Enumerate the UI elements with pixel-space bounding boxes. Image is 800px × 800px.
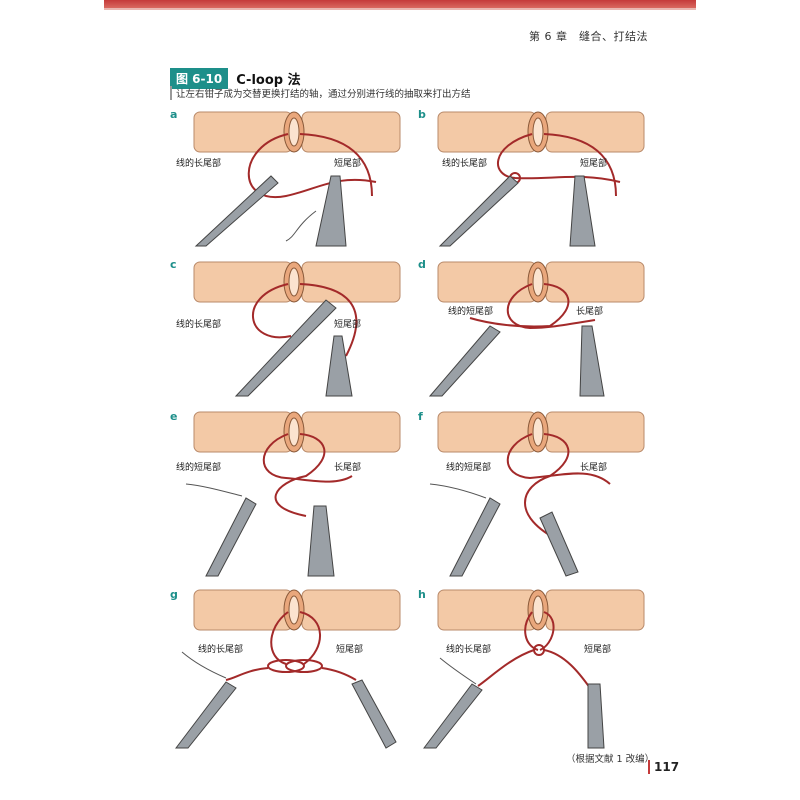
panel-b-left-label: 线的长尾部: [442, 159, 488, 169]
panel-c-right-label: 短尾部: [334, 320, 362, 330]
figure-caption: 让左右钳子成为交替更换打结的轴，通过分别进行线的抽取来打出方结: [170, 86, 471, 100]
panel-a-right-label: 短尾部: [334, 159, 362, 169]
panel-e-left-label: 线的短尾部: [176, 463, 222, 473]
panel-g-illustration: [174, 589, 401, 749]
panel-f-right-label: 长尾部: [580, 463, 608, 473]
panel-f-left-label: 线的短尾部: [446, 463, 492, 473]
panel-g-letter: g: [170, 588, 178, 601]
panel-a-letter: a: [170, 108, 178, 121]
panel-c-left-label: 线的长尾部: [176, 320, 222, 330]
panel-e-right-label: 长尾部: [334, 463, 362, 473]
panel-b-illustration: [437, 111, 645, 247]
panel-c-letter: c: [170, 258, 177, 271]
panel-h-right-label: 短尾部: [584, 645, 612, 655]
panel-h-left-label: 线的长尾部: [446, 645, 492, 655]
panel-d-right-label: 长尾部: [576, 307, 604, 317]
figure-badge: 图 6-10: [170, 68, 229, 89]
panel-g-right-label: 短尾部: [336, 645, 364, 655]
panel-a-illustration: [193, 111, 401, 247]
panel-d-left-label: 线的短尾部: [448, 307, 494, 317]
panel-h-illustration: [423, 589, 645, 749]
panel-f-letter: f: [418, 410, 423, 423]
source-note: （根据文献 1 改编）: [566, 754, 655, 765]
figure-name: C-loop 法: [236, 73, 301, 88]
panel-d-illustration: [428, 261, 645, 397]
panel-g-left-label: 线的长尾部: [198, 645, 244, 655]
chapter-header: 第 6 章 缝合、打结法: [529, 30, 648, 43]
header-rule: [104, 8, 696, 10]
panel-h-letter: h: [418, 588, 426, 601]
panel-c-illustration: [193, 261, 401, 397]
figure-title: 图 6-10 C-loop 法: [170, 68, 301, 89]
page-number: 117: [648, 760, 679, 774]
panel-a-left-label: 线的长尾部: [176, 159, 222, 169]
panel-b-letter: b: [418, 108, 426, 121]
panel-f-illustration: [429, 411, 645, 577]
panel-b-right-label: 短尾部: [580, 159, 608, 169]
panel-e-illustration: [185, 411, 401, 577]
panel-e-letter: e: [170, 410, 178, 423]
header-band: [104, 0, 696, 8]
panel-d-letter: d: [418, 258, 426, 271]
